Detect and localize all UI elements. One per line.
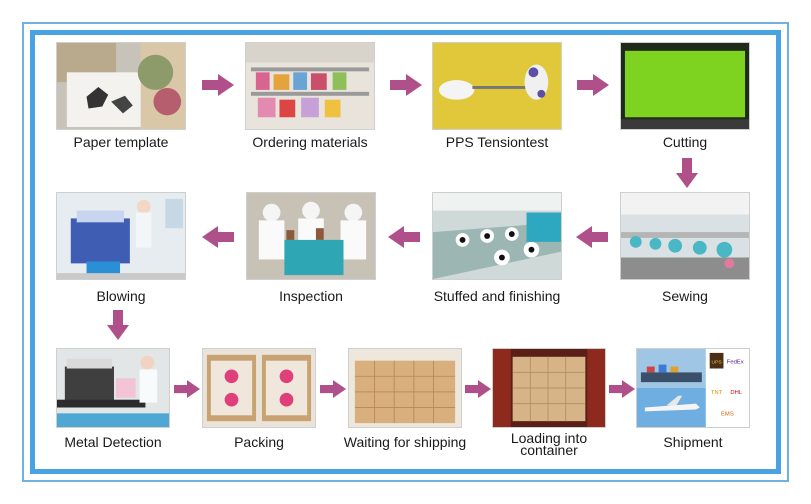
step-label: Waiting for shipping [343,434,467,450]
step-label: PPS Tensiontest [445,134,549,150]
waiting-for-shipping-photo [348,348,462,428]
shipment-photo: UPS FedEx TNT DHL EMS [636,348,750,428]
blowing-photo [56,192,186,280]
arrow-down-icon [107,310,129,340]
loading-into-container-photo [492,348,606,428]
arrow-right-icon [320,380,346,398]
sewing-photo [620,192,750,280]
step-label: Stuffed and finishing [433,288,561,304]
paper-template-photo [56,42,186,130]
arrow-left-icon [576,226,608,248]
step-label: Inspection [279,288,343,304]
outer-frame [22,22,789,482]
arrow-right-icon [609,380,635,398]
step-label: Metal Detection [64,434,162,450]
step-label: Ordering materials [252,134,368,150]
arrow-right-icon [174,380,200,398]
fedex-logo: FedEx [727,360,744,366]
ems-logo: EMS [721,411,734,417]
step-label: Shipment [663,434,723,450]
arrow-right-icon [390,74,422,96]
arrow-down-icon [676,158,698,188]
metal-detection-photo [56,348,170,428]
arrow-right-icon [202,74,234,96]
step-label: Cutting [662,134,708,150]
stuffed-and-finishing-photo [432,192,562,280]
step-label: Packing [234,434,284,450]
tnt-logo: TNT [711,390,723,396]
step-label: Blowing [96,288,146,304]
packing-photo [202,348,316,428]
step-label: Paper template [73,134,169,150]
arrow-right-icon [577,74,609,96]
ordering-materials-photo [245,42,375,130]
pps-tensiontest-photo [432,42,562,130]
arrow-right-icon [465,380,491,398]
arrow-left-icon [202,226,234,248]
inspection-photo [246,192,376,280]
dhl-logo: DHL [730,390,743,396]
ups-logo: UPS [712,360,723,366]
step-label: Loading into container [510,430,588,458]
step-label: Sewing [662,288,708,304]
arrow-left-icon [388,226,420,248]
cutting-photo [620,42,750,130]
